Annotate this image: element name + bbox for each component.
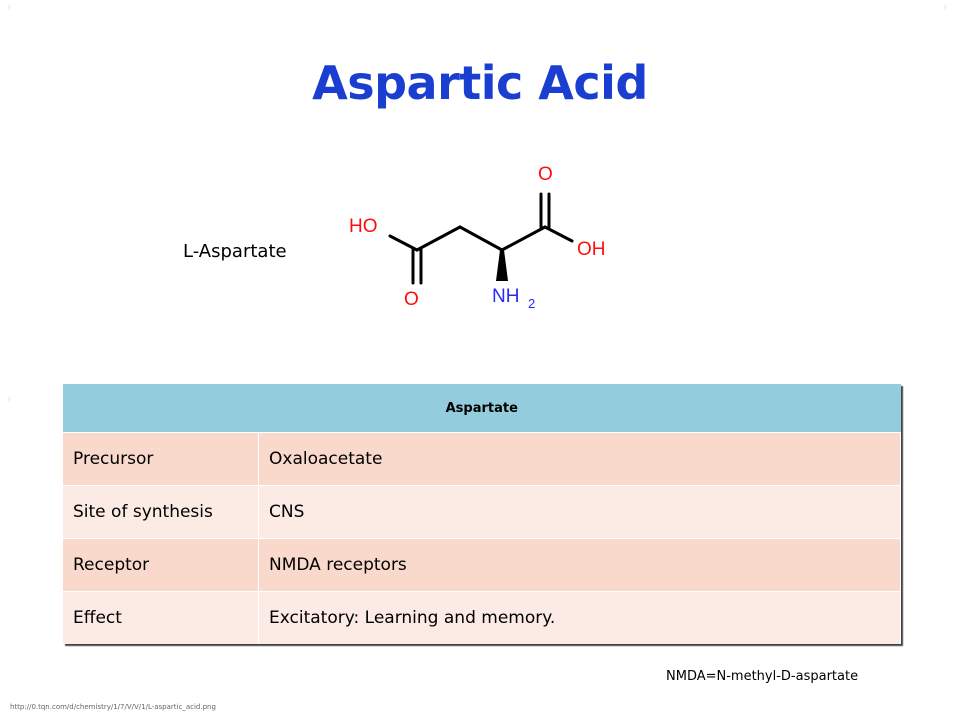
bond-ho-c1 xyxy=(388,234,419,252)
table-row-site-of-synthesis: Site of synthesis CNS xyxy=(63,485,901,539)
corner-marker-top-left: ⁞ xyxy=(8,4,11,12)
label-o-top: O xyxy=(538,164,553,185)
row-key: Effect xyxy=(63,591,259,644)
row-value: NMDA receptors xyxy=(258,538,901,592)
label-oh: OH xyxy=(577,239,606,260)
label-nh-subscript: 2 xyxy=(528,296,535,311)
aspartic-acid-structure: HO O O OH NH 2 xyxy=(349,164,606,311)
source-url: http://0.tqn.com/d/chemistry/1/7/V/V/1/L… xyxy=(10,703,216,711)
footnote: NMDA=N-methyl-D-aspartate xyxy=(666,669,859,684)
row-value: Excitatory: Learning and memory. xyxy=(258,591,901,644)
molecule-label: L-Aspartate xyxy=(183,241,287,262)
table-header: Aspartate xyxy=(63,384,901,433)
wedge-bond-nh2 xyxy=(496,250,508,281)
row-value: CNS xyxy=(258,485,901,539)
table-row-effect: Effect Excitatory: Learning and memory. xyxy=(63,591,901,644)
bond-c2-c3 xyxy=(458,225,504,252)
row-key: Site of synthesis xyxy=(63,485,259,539)
aspartate-table: Aspartate Precursor Oxaloacetate Site of… xyxy=(63,384,901,644)
table-row-receptor: Receptor NMDA receptors xyxy=(63,538,901,592)
label-ho: HO xyxy=(349,216,378,237)
bond-c4-oh xyxy=(543,225,574,243)
slide-title: Aspartic Acid xyxy=(312,56,648,110)
row-value: Oxaloacetate xyxy=(258,432,901,486)
bond-c1-c2 xyxy=(415,225,462,252)
row-key: Receptor xyxy=(63,538,259,592)
row-key: Precursor xyxy=(63,432,259,486)
label-nh: NH xyxy=(492,286,519,307)
table-row-precursor: Precursor Oxaloacetate xyxy=(63,432,901,486)
corner-marker-top-right: ⁞ xyxy=(944,4,947,12)
table-header-row: Aspartate xyxy=(63,384,901,433)
label-o-bottom: O xyxy=(404,289,419,310)
corner-marker-left: ⁞ xyxy=(8,396,11,404)
bond-c3-c4 xyxy=(500,225,547,252)
